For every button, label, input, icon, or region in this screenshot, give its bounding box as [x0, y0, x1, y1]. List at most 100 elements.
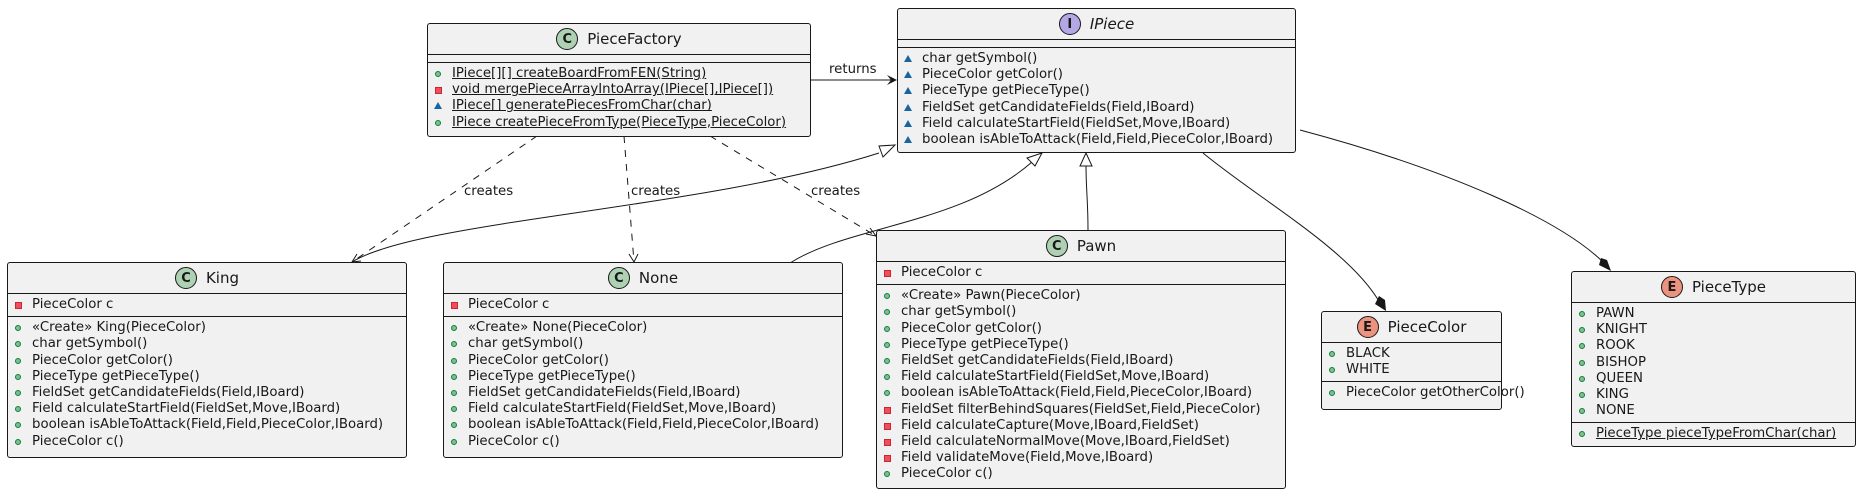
field-row: BLACK: [1322, 346, 1501, 362]
method-text: char getSymbol(): [922, 51, 1038, 66]
method-text: char getSymbol(): [468, 336, 584, 352]
method-row: PieceColor getColor(): [8, 353, 406, 369]
field-text: PieceColor c: [32, 297, 114, 312]
public-visibility-icon: [451, 438, 457, 445]
field-text: BLACK: [1346, 346, 1390, 361]
piececolor-header: E PieceColor: [1322, 312, 1501, 342]
methods-section: «Create» King(PieceColor) char getSymbol…: [8, 316, 406, 453]
field-row: NONE: [1572, 403, 1855, 419]
public-visibility-icon: [884, 357, 890, 364]
class-name: None: [638, 269, 679, 287]
method-row: Field validateMove(Field,Move,IBoard): [877, 450, 1285, 466]
public-visibility-icon: [451, 373, 457, 380]
king-class[interactable]: C King PieceColor c «Create» King(PieceC…: [7, 262, 407, 458]
private-visibility-icon: [884, 270, 891, 277]
piecetype-composition-diamond: [1599, 258, 1611, 271]
method-text: char getSymbol(): [901, 304, 1017, 320]
piececolor-enum[interactable]: E PieceColor BLACK WHITE PieceColor getO…: [1321, 311, 1525, 410]
package-visibility-icon: [904, 71, 912, 79]
method-text: FieldSet getCandidateFields(Field,IBoard…: [922, 99, 1195, 115]
king-header: C King: [8, 263, 406, 293]
field-text: PieceColor c: [468, 297, 550, 312]
public-visibility-icon: [1329, 351, 1335, 357]
package-visibility-icon: [904, 119, 912, 127]
field-row: WHITE: [1322, 362, 1501, 378]
private-visibility-icon: [15, 302, 22, 309]
method-row: FieldSet getCandidateFields(Field,IBoard…: [8, 385, 406, 401]
method-text: PieceColor c(): [468, 433, 560, 449]
method-text: Field calculateStartField(FieldSet,Move,…: [901, 369, 1210, 385]
method-row: PieceColor c(): [444, 434, 842, 450]
private-visibility-icon: [884, 422, 891, 430]
field-row: PAWN: [1572, 306, 1855, 322]
method-text: PieceType getPieceType(): [32, 368, 200, 384]
method-text: void mergePieceArrayIntoArray(IPiece[],I…: [452, 82, 774, 98]
king-realization-edge: [351, 152, 880, 263]
method-text: «Create» None(PieceColor): [468, 320, 648, 336]
pawn-class[interactable]: C Pawn PieceColor c «Create» Pawn(PieceC…: [876, 230, 1286, 489]
package-visibility-icon: [434, 102, 442, 110]
none-class[interactable]: C None PieceColor c «Create» None(PieceC…: [443, 262, 843, 458]
pawn-realization-edge: [1085, 164, 1089, 231]
method-text: IPiece createPieceFromType(PieceType,Pie…: [452, 114, 787, 130]
interface-badge-icon: I: [1058, 13, 1081, 35]
creates-pawn-edge: [709, 135, 877, 237]
method-row: Field calculateStartField(FieldSet,Move,…: [8, 401, 406, 417]
field-text: BISHOP: [1596, 354, 1646, 370]
public-visibility-icon: [435, 71, 441, 77]
creates-pawn-label: creates: [811, 184, 861, 199]
field-text: QUEEN: [1596, 370, 1643, 386]
method-row: PieceColor c(): [8, 434, 406, 450]
method-row: Field calculateStartField(FieldSet,Move,…: [898, 116, 1295, 132]
fields-section: [898, 39, 1295, 47]
method-text: Field calculateStartField(FieldSet,Move,…: [468, 401, 777, 417]
field-text: PAWN: [1596, 306, 1635, 321]
public-visibility-icon: [884, 293, 890, 300]
method-text: PieceColor getColor(): [468, 352, 609, 368]
method-text: FieldSet getCandidateFields(Field,IBoard…: [901, 352, 1174, 368]
field-row: QUEEN: [1572, 371, 1855, 387]
method-text: Field calculateStartField(FieldSet,Move,…: [922, 115, 1231, 131]
fields-section: [428, 54, 810, 62]
ipiece-interface[interactable]: I IPiece char getSymbol() PieceColor get…: [897, 8, 1296, 153]
methods-section: PieceType pieceTypeFromChar(char): [1572, 422, 1855, 445]
class-badge-icon: C: [1045, 235, 1068, 257]
package-visibility-icon: [904, 87, 912, 95]
method-row: char getSymbol(): [898, 51, 1295, 67]
method-row: char getSymbol(): [444, 336, 842, 352]
public-visibility-icon: [884, 374, 890, 381]
class-badge-icon: C: [556, 28, 579, 50]
package-visibility-icon: [904, 55, 912, 62]
method-text: PieceColor getColor(): [901, 320, 1042, 336]
public-visibility-icon: [1579, 311, 1585, 317]
method-row: Field calculateStartField(FieldSet,Move,…: [877, 369, 1285, 385]
public-visibility-icon: [15, 341, 21, 348]
returns-label: returns: [829, 62, 877, 77]
method-row: PieceColor c(): [877, 466, 1285, 482]
class-name: Pawn: [1076, 237, 1117, 255]
method-text: PieceType getPieceType(): [922, 83, 1090, 99]
piececolor-composition-diamond: [1375, 296, 1386, 311]
piecetype-composition-edge: [1299, 129, 1604, 263]
method-text: PieceType pieceTypeFromChar(char): [1596, 426, 1837, 442]
methods-section: char getSymbol() PieceColor getColor() P…: [898, 47, 1295, 151]
method-row: PieceType getPieceType(): [877, 337, 1285, 353]
class-badge-icon: C: [174, 267, 197, 289]
private-visibility-icon: [884, 438, 891, 446]
method-text: boolean isAbleToAttack(Field,Field,Piece…: [922, 131, 1274, 147]
fields-section: PieceColor c: [8, 293, 406, 316]
none-realization-edge: [789, 161, 1033, 264]
package-visibility-icon: [904, 103, 912, 111]
private-visibility-icon: [884, 455, 891, 463]
piecefactory-class[interactable]: C PieceFactory IPiece[][] createBoardFro…: [427, 23, 811, 137]
pawn-realization-head: [1079, 151, 1093, 167]
public-visibility-icon: [1579, 327, 1585, 334]
public-visibility-icon: [451, 357, 457, 364]
public-visibility-icon: [1579, 359, 1585, 366]
method-text: boolean isAbleToAttack(Field,Field,Piece…: [901, 385, 1253, 401]
field-row: PieceColor c: [8, 297, 406, 313]
method-text: Field calculateCapture(Move,IBoard,Field…: [901, 417, 1199, 433]
method-row: void mergePieceArrayIntoArray(IPiece[],I…: [428, 82, 810, 98]
piecetype-enum[interactable]: E PieceType PAWN KNIGHT ROOK BISHOP QUEE…: [1571, 271, 1856, 447]
field-row: KING: [1572, 387, 1855, 403]
